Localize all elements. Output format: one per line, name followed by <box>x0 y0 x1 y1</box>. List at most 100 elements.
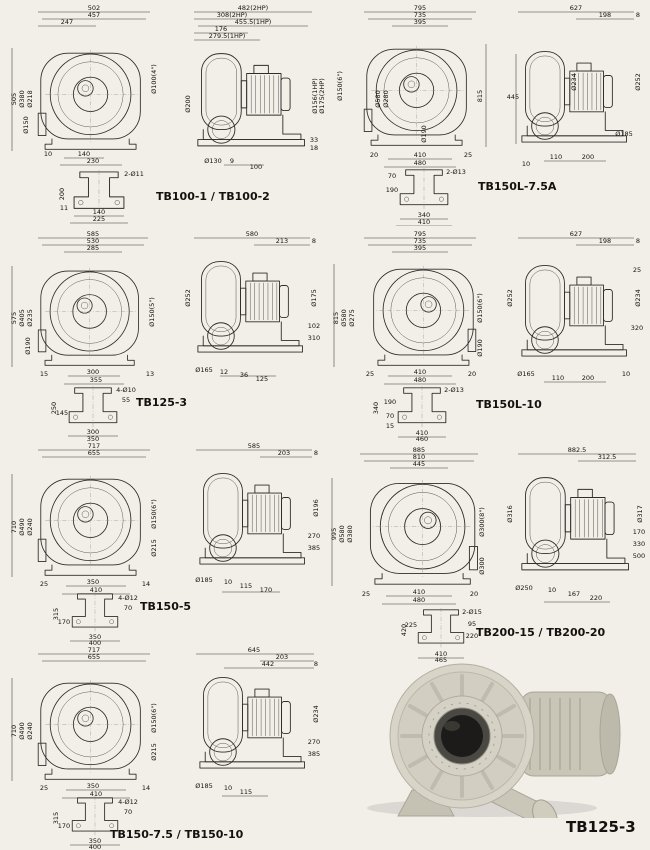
dim-label: 25 <box>633 266 641 274</box>
dim-label: 170 <box>58 822 70 830</box>
dim-label: 505 <box>10 93 18 105</box>
product-photo: TB125-3 <box>352 658 646 846</box>
dim-label: 575 <box>10 312 18 324</box>
dim-label: Ø200 <box>184 95 192 113</box>
dim-label: 457 <box>88 11 100 19</box>
dim-label: 655 <box>88 449 100 457</box>
dim-label: 410 <box>418 218 430 226</box>
front-view-drawing <box>363 11 487 168</box>
dim-label: 2-Ø13 <box>444 386 464 394</box>
dim-label: 350 <box>89 837 101 845</box>
dim-label: 2-Ø11 <box>124 170 144 178</box>
dim-label: 400 <box>89 843 101 850</box>
dim-label: 885 <box>413 446 425 454</box>
dim-label: 20 <box>470 590 478 598</box>
dim-label: Ø156(1HP) <box>311 78 319 114</box>
dim-label: 4-Ø12 <box>118 594 138 602</box>
dim-label: Ø234 <box>312 705 320 723</box>
dim-label: 230 <box>87 157 99 165</box>
dim-label: 15 <box>386 422 394 430</box>
dim-label: 18 <box>310 144 318 152</box>
dim-label: 350 <box>87 578 99 586</box>
dim-label: 250 <box>50 402 58 414</box>
dim-label: 270 <box>308 738 320 746</box>
dim-label: 167 <box>568 590 580 598</box>
dim-label: Ø165 <box>517 370 535 378</box>
dim-label: 410 <box>435 650 447 658</box>
dim-label: Ø215 <box>150 539 158 557</box>
dim-label: 455.5(1HP) <box>235 18 272 26</box>
dim-label: 170 <box>58 618 70 626</box>
dim-label: 279.5(1HP) <box>209 32 246 40</box>
dim-label: 8 <box>314 449 318 457</box>
dim-label: 710 <box>10 725 18 737</box>
dim-label: 312.5 <box>598 453 617 461</box>
dim-label: 270 <box>308 532 320 540</box>
model-label: TB200-15 / TB200-20 <box>476 626 606 639</box>
dim-label: 14 <box>142 784 150 792</box>
dim-label: 25 <box>40 784 48 792</box>
dim-label: 385 <box>308 544 320 552</box>
dim-label: 200 <box>582 374 594 382</box>
dim-label: Ø316 <box>506 505 514 523</box>
dim-label: 33 <box>310 136 318 144</box>
dim-label: 410 <box>413 588 425 596</box>
dim-label: 385 <box>308 750 320 758</box>
dim-label: 55 <box>122 396 130 404</box>
dim-label: 190 <box>386 186 398 194</box>
dim-label: 10 <box>224 784 232 792</box>
dim-label: Ø150(6") <box>150 499 158 529</box>
dim-label: 10 <box>44 150 52 158</box>
dim-label: Ø150(5") <box>148 297 156 327</box>
dim-label: 10 <box>548 586 556 594</box>
photo-model-label: TB125-3 <box>566 818 636 836</box>
dim-label: 585 <box>87 230 99 238</box>
dim-label: Ø490 <box>18 722 26 740</box>
dim-label: 198 <box>599 11 611 19</box>
dim-label: Ø150(6") <box>476 293 484 323</box>
dim-label: 140 <box>93 208 105 216</box>
dim-label: 176 <box>215 25 227 33</box>
dim-label: Ø185 <box>195 782 213 790</box>
dim-label: 145 <box>56 409 68 417</box>
dim-label: Ø215 <box>150 743 158 761</box>
dim-label: 190 <box>384 398 396 406</box>
dim-label: 717 <box>88 646 100 654</box>
dim-label: 125 <box>256 375 268 383</box>
dim-label: Ø252 <box>506 289 514 307</box>
dim-label: 20 <box>370 151 378 159</box>
dim-label: 170 <box>633 528 645 536</box>
dim-label: Ø580 <box>374 90 382 108</box>
dim-label: 15 <box>40 370 48 378</box>
dim-label: 8 <box>636 11 640 19</box>
dim-label: 445 <box>507 93 519 101</box>
dim-label: 480 <box>414 376 426 384</box>
dim-label: 100 <box>250 163 262 171</box>
dim-label: 480 <box>414 159 426 167</box>
dim-label: 815 <box>332 312 340 324</box>
dim-label: 420 <box>400 624 408 636</box>
dim-label: 480 <box>413 596 425 604</box>
dim-label: Ø250 <box>515 584 533 592</box>
dim-label: 95 <box>468 620 476 628</box>
dim-label: 395 <box>414 18 426 26</box>
dim-label: 350 <box>87 435 99 442</box>
dim-label: 14 <box>142 580 150 588</box>
dim-label: 198 <box>599 237 611 245</box>
dim-label: 9 <box>230 157 234 165</box>
model-label: TB150L-10 <box>476 398 542 411</box>
dim-label: Ø150 <box>22 116 30 134</box>
dim-label: 247 <box>61 18 73 26</box>
dim-label: Ø100(4") <box>150 64 158 94</box>
dim-label: 735 <box>414 11 426 19</box>
dim-label: 410 <box>414 151 426 159</box>
dim-label: 410 <box>90 790 102 798</box>
